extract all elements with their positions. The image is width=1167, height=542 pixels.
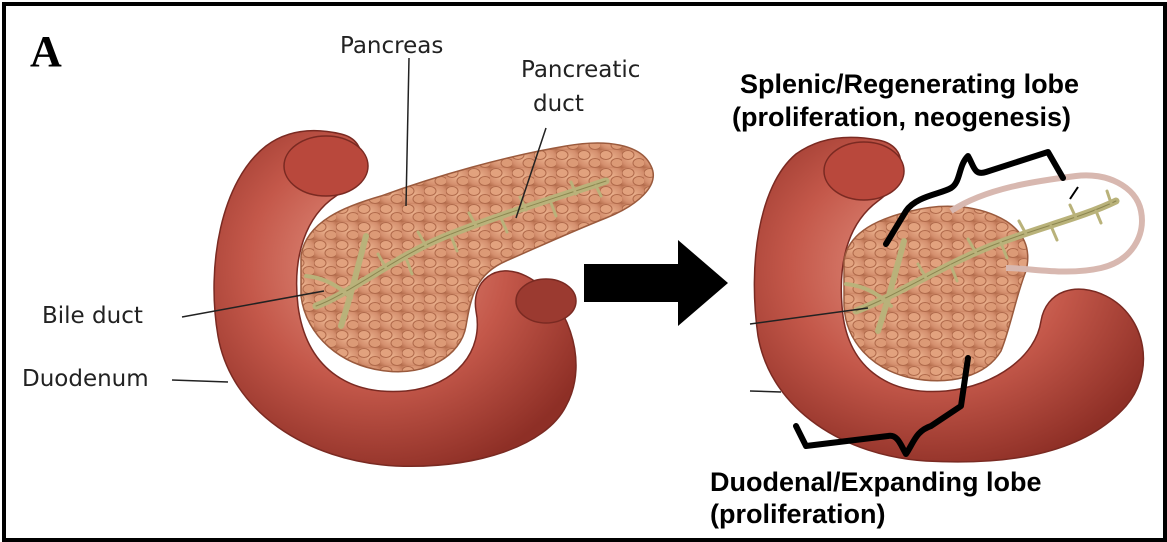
label-duodenum: Duodenum bbox=[22, 366, 149, 392]
panel-letter: A bbox=[30, 26, 62, 77]
label-bile-duct: Bile duct bbox=[42, 303, 143, 329]
label-pancreatic-duct-1: Pancreatic bbox=[521, 57, 640, 83]
label-splenic-lobe-2: (proliferation, neogenesis) bbox=[732, 101, 1071, 133]
label-pancreas: Pancreas bbox=[340, 33, 443, 59]
brace-tick bbox=[1070, 187, 1078, 199]
label-duodenal-lobe-1: Duodenal/Expanding lobe bbox=[710, 466, 1042, 498]
label-duodenal-lobe-2: (proliferation) bbox=[710, 498, 886, 530]
transition-arrow bbox=[584, 240, 728, 326]
label-splenic-lobe-1: Splenic/Regenerating lobe bbox=[740, 68, 1079, 100]
label-pancreatic-duct-2: duct bbox=[533, 91, 584, 117]
